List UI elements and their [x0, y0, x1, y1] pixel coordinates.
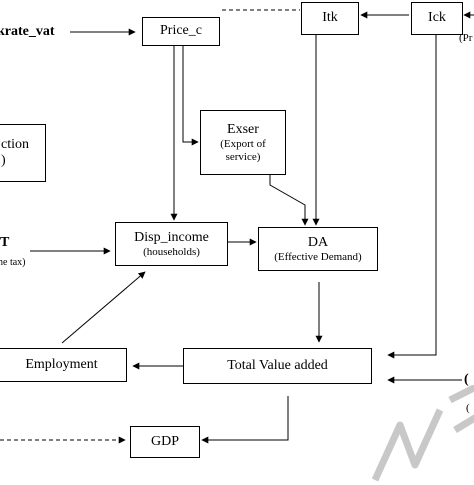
node-itk-label: Itk	[322, 10, 338, 26]
node-exser-sub: (Export of service)	[220, 137, 266, 163]
node-da-sub: (Effective Demand)	[274, 250, 362, 263]
node-left-partial-sub: )	[1, 153, 6, 168]
edge-exser-da	[269, 175, 309, 226]
node-gdp-label: GDP	[150, 433, 179, 449]
edge-price-exser	[182, 46, 199, 146]
node-total-value-added: Total Value added	[183, 348, 372, 384]
node-exser-label: Exser	[227, 121, 259, 137]
node-disp-income: Disp_income (households)	[115, 222, 228, 266]
node-disp-income-sub: (households)	[143, 245, 200, 258]
node-da: DA (Effective Demand)	[258, 227, 378, 271]
edge-ick-tva	[387, 35, 437, 359]
node-total-value-added-label: Total Value added	[227, 357, 328, 373]
node-disp-income-label: Disp_income	[134, 229, 209, 245]
edge-employment-disp	[61, 271, 146, 344]
label-right-bottom: (	[464, 372, 469, 387]
label-krate-vat: krate_vat	[0, 24, 55, 39]
node-ick: Ick	[411, 2, 463, 35]
label-income-tax: ne tax)	[0, 257, 26, 268]
node-employment: Employment	[0, 348, 127, 382]
label-t: T	[0, 235, 10, 250]
node-gdp: GDP	[130, 426, 200, 458]
label-right-bottom-2: (	[466, 402, 470, 414]
node-da-label: DA	[307, 234, 329, 250]
node-itk: Itk	[301, 2, 359, 35]
node-price-c-label: Price_c	[160, 23, 202, 39]
node-price-c: Price_c	[142, 17, 220, 46]
label-right-top: (Pr	[459, 32, 473, 44]
diagram-canvas	[0, 9, 474, 444]
node-exser: Exser (Export of service)	[200, 110, 286, 175]
node-left-partial: ction )	[0, 124, 46, 182]
node-left-partial-label: ction	[1, 136, 29, 152]
edge-tva-gdp	[201, 396, 289, 444]
node-ick-label: Ick	[428, 10, 446, 26]
node-employment-label: Employment	[25, 356, 98, 372]
